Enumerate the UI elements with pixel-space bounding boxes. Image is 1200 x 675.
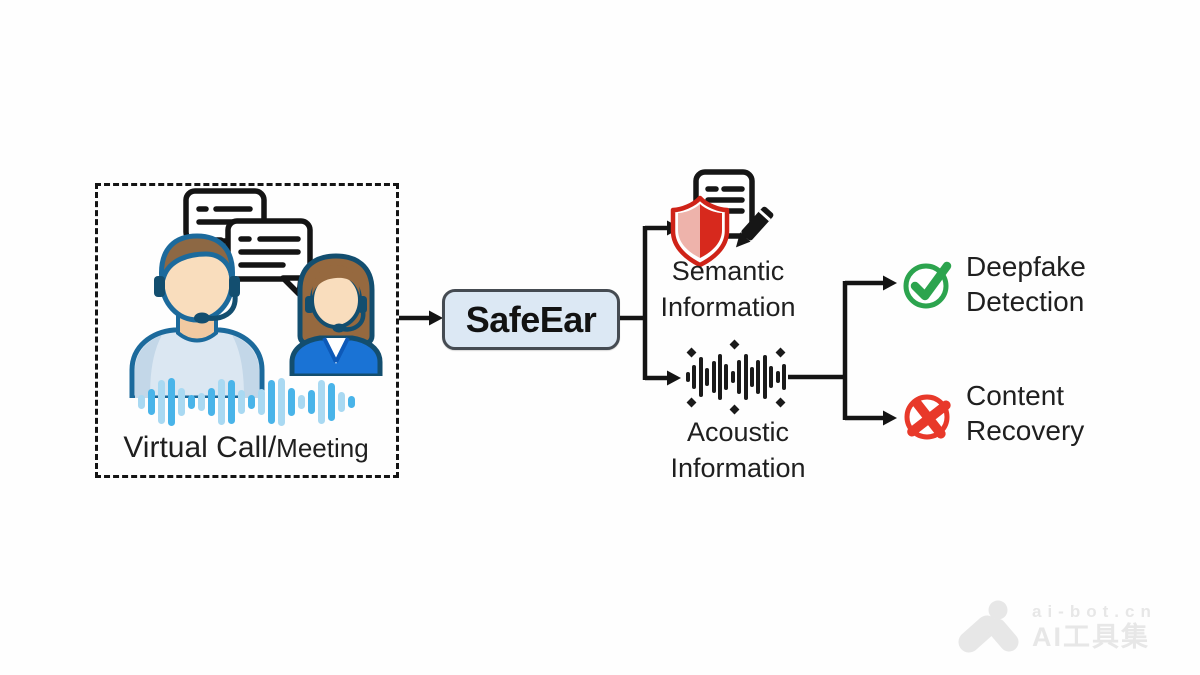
semantic-info-line2: Information — [660, 292, 796, 322]
recovery-line2: Recovery — [966, 415, 1085, 446]
semantic-info-line1: Semantic — [671, 256, 785, 286]
acoustic-waveform-icon — [686, 345, 786, 409]
virtual-call-label: Virtual Call/Meeting — [95, 431, 397, 465]
virtual-call-label-sub: Meeting — [276, 433, 369, 463]
female-agent-icon — [280, 250, 392, 379]
acoustic-info-label: Acoustic Information — [628, 414, 848, 486]
recovery-line1: Content — [966, 380, 1065, 411]
virtual-call-label-main: Virtual Call/ — [123, 431, 277, 464]
virtual-call-box — [95, 183, 399, 478]
safeear-node: SafeEar — [442, 289, 620, 350]
watermark-title: AI工具集 — [1032, 622, 1150, 652]
acoustic-info-line1: Acoustic — [686, 417, 790, 447]
deepfake-line1: Deepfake — [966, 251, 1086, 282]
acoustic-info-line2: Information — [670, 453, 806, 483]
check-circle-icon — [901, 255, 957, 311]
watermark-logo-icon — [958, 600, 1019, 653]
watermark: ai-bot.cn AI工具集 — [956, 596, 1186, 658]
cross-circle-icon — [901, 388, 957, 444]
watermark-url: ai-bot.cn — [1032, 602, 1157, 621]
audio-waveform-icon — [138, 376, 356, 428]
deepfake-detection-label: Deepfake Detection — [966, 249, 1166, 319]
safeear-label: SafeEar — [465, 298, 597, 340]
shield-document-icon — [668, 168, 774, 270]
deepfake-line2: Detection — [966, 286, 1085, 317]
content-recovery-label: Content Recovery — [966, 378, 1166, 448]
male-agent-icon — [108, 230, 286, 401]
semantic-info-label: Semantic Information — [618, 253, 838, 325]
